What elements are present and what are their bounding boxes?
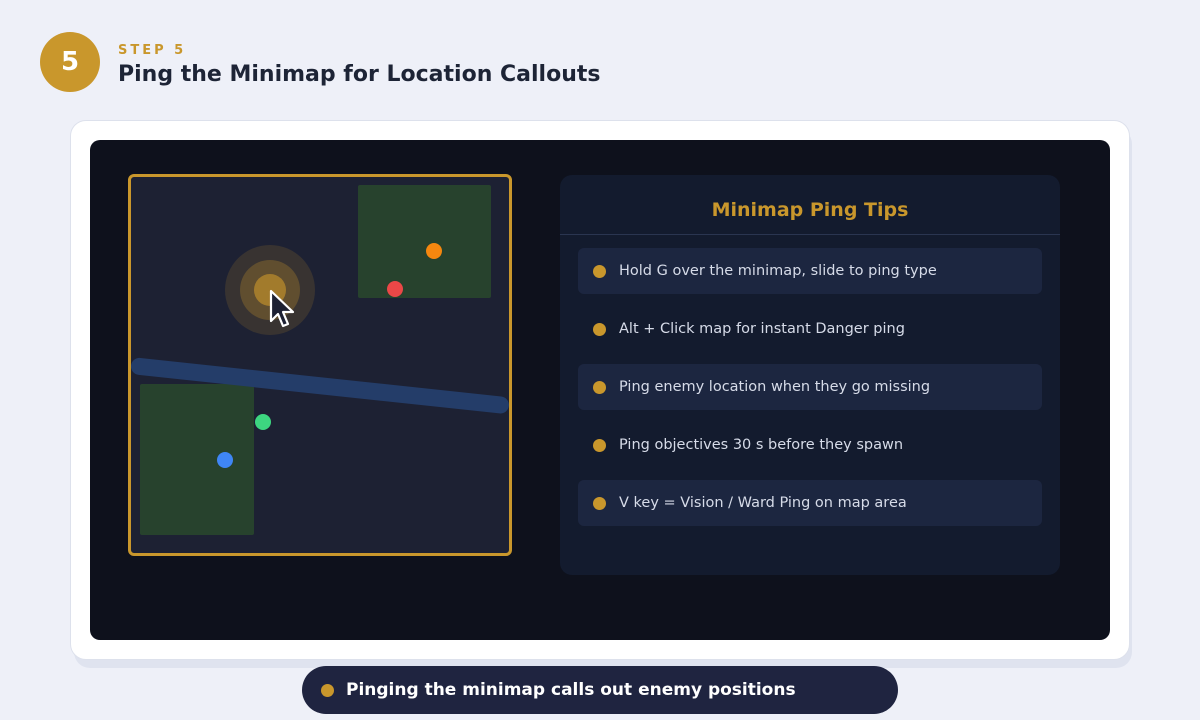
bullet-icon xyxy=(593,438,606,452)
tip-text: Ping objectives 30 s before they spawn xyxy=(619,437,904,453)
tips-title: Minimap Ping Tips xyxy=(711,199,909,221)
tips-panel: Minimap Ping Tips Hold G over the minima… xyxy=(560,175,1060,575)
green-unit-marker xyxy=(255,414,271,430)
bullet-icon xyxy=(593,264,606,278)
jungle-area-top-right xyxy=(358,185,491,298)
tip-text: Hold G over the minimap, slide to ping t… xyxy=(619,263,937,279)
tip-item: Ping enemy location when they go missing xyxy=(578,364,1042,410)
tip-item: Hold G over the minimap, slide to ping t… xyxy=(578,248,1042,294)
caption-pill: Pinging the minimap calls out enemy posi… xyxy=(302,666,898,714)
step-label: STEP 5 xyxy=(118,43,187,58)
step-number-badge: 5 xyxy=(40,32,100,92)
red-unit-marker xyxy=(387,281,403,297)
bullet-icon xyxy=(593,496,606,510)
minimap[interactable] xyxy=(128,174,512,556)
tip-item: Ping objectives 30 s before they spawn xyxy=(578,422,1042,468)
tip-item: V key = Vision / Ward Ping on map area xyxy=(578,480,1042,526)
tip-item: Alt + Click map for instant Danger ping xyxy=(578,306,1042,352)
orange-unit-marker xyxy=(426,243,442,259)
tips-divider xyxy=(560,234,1060,235)
blue-unit-marker xyxy=(217,452,233,468)
pointer-cursor-icon xyxy=(269,289,295,328)
step-title: Ping the Minimap for Location Callouts xyxy=(118,62,601,87)
tip-text: V key = Vision / Ward Ping on map area xyxy=(619,495,907,511)
bullet-icon xyxy=(321,683,334,697)
tip-text: Ping enemy location when they go missing xyxy=(619,379,931,395)
tip-text: Alt + Click map for instant Danger ping xyxy=(619,321,905,337)
bullet-icon xyxy=(593,322,606,336)
caption-text: Pinging the minimap calls out enemy posi… xyxy=(346,680,796,700)
jungle-area-bottom-left xyxy=(140,384,254,535)
bullet-icon xyxy=(593,380,606,394)
